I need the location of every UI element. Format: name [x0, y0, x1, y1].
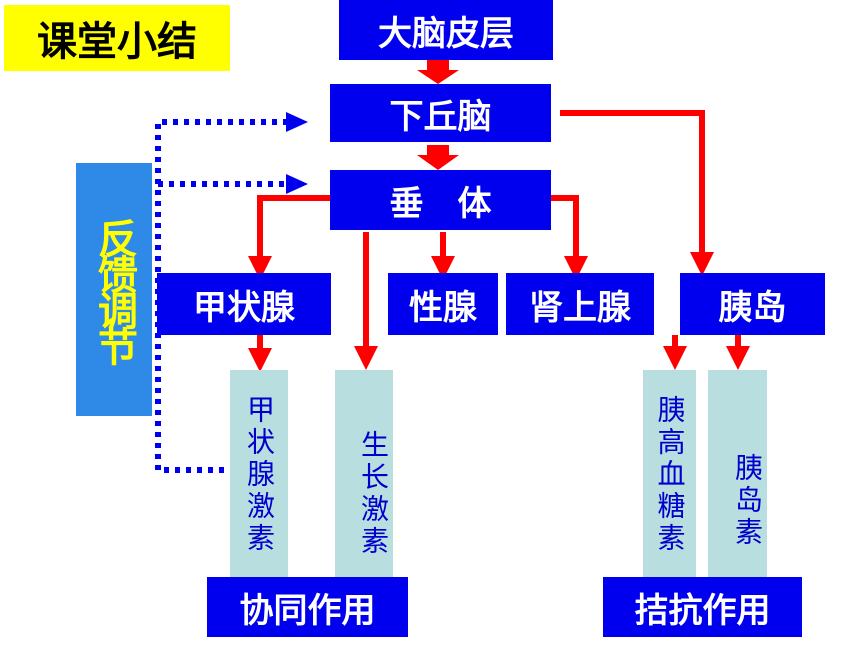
- relation-synergy: 协同作用: [207, 577, 408, 637]
- node-gonad: 性腺: [388, 273, 498, 335]
- node-cerebral-cortex: 大脑皮层: [339, 0, 553, 60]
- hormone-glucagon: 胰高血糖素: [643, 370, 696, 580]
- node-hypothalamus: 下丘脑: [330, 84, 551, 142]
- arrow-hypothalamus-to-pituitary: [417, 145, 459, 170]
- feedback-dotted-line: [155, 119, 286, 473]
- node-adrenal: 肾上腺: [506, 273, 654, 335]
- arrow-cortex-to-hypothalamus: [417, 60, 459, 84]
- relation-antagonism: 拮抗作用: [603, 577, 802, 637]
- page-title: 课堂小结: [4, 5, 230, 71]
- feedback-arrowhead-pituitary: [286, 174, 308, 194]
- hormone-thyroxine: 甲状腺激素: [230, 370, 288, 580]
- hormone-growth: 生长激素: [335, 370, 393, 580]
- arrow-pituitary-to-adrenal: [550, 195, 588, 280]
- node-thyroid: 甲状腺: [157, 273, 331, 335]
- arrow-pituitary-to-thyroid: [248, 195, 332, 280]
- feedback-regulation-label: 反馈调节: [76, 163, 152, 416]
- node-pancreatic-islet: 胰岛: [680, 273, 825, 335]
- node-pituitary: 垂 体: [330, 170, 551, 230]
- hormone-insulin: 胰岛素: [708, 370, 767, 580]
- arrow-hypothalamus-to-pancreas: [560, 110, 714, 276]
- feedback-arrowhead-hypothalamus: [286, 112, 308, 132]
